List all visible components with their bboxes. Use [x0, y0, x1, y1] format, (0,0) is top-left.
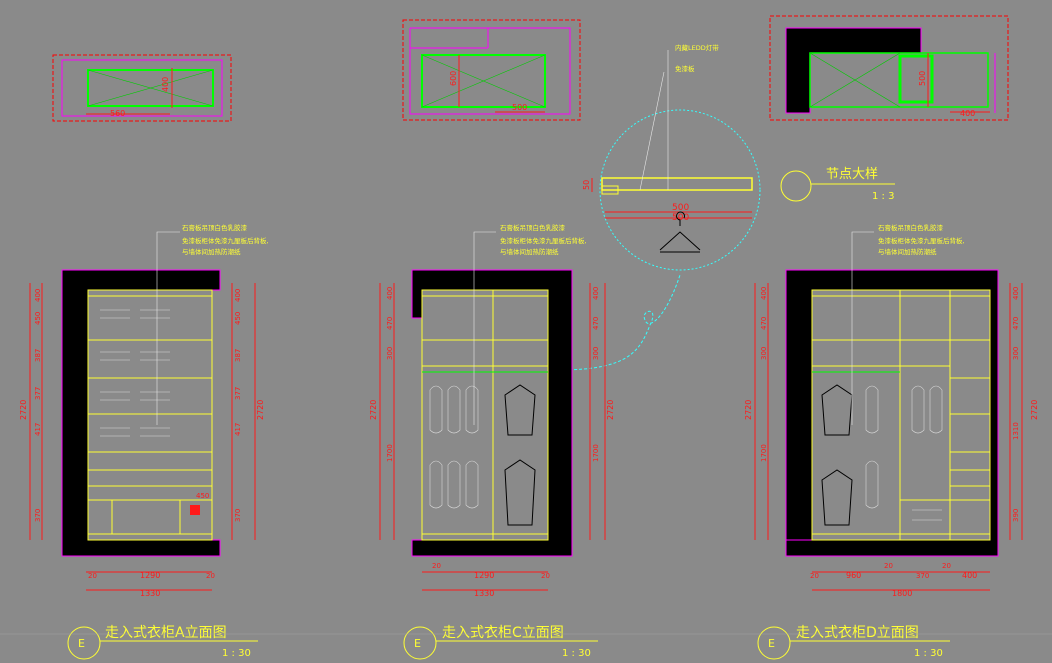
svg-text:20: 20: [541, 572, 550, 580]
svg-text:400: 400: [1012, 287, 1020, 300]
plan-a-dim-depth: 400: [161, 77, 170, 92]
elev-a-note-2: 免漆板柜体免漆九厘板后背板,: [182, 236, 269, 245]
elev-a-title: 走入式衣柜A立面图: [105, 625, 227, 641]
svg-text:400: 400: [234, 289, 242, 302]
svg-text:470: 470: [760, 317, 768, 330]
note-shelf-board: 免漆板: [675, 64, 695, 73]
svg-text:400: 400: [760, 287, 768, 300]
elev-d-scale: 1 : 30: [914, 648, 943, 659]
elev-d-title: 走入式衣柜D立面图: [796, 625, 919, 641]
svg-text:免漆板柜体免漆九厘板后背板,: 免漆板柜体免漆九厘板后背板,: [878, 236, 965, 245]
svg-text:450: 450: [34, 312, 42, 325]
elev-d-mid-dim: 1700: [760, 444, 768, 462]
elev-c-mid-dim: 1700: [386, 444, 394, 462]
node-dim-width-2: 500: [672, 213, 689, 223]
elev-d-height-left: 2720: [744, 400, 753, 420]
plan-view-d: 500 400: [769, 15, 1009, 121]
svg-text:免漆板柜体免漆九厘板后背板,: 免漆板柜体免漆九厘板后背板,: [500, 236, 587, 245]
elev-c-height-left: 2720: [369, 400, 378, 420]
elev-d-width-total: 1800: [892, 589, 912, 598]
svg-text:20: 20: [88, 572, 97, 580]
svg-text:400: 400: [592, 287, 600, 300]
svg-text:1290: 1290: [140, 571, 160, 580]
svg-text:E: E: [768, 637, 775, 650]
node-dim-height: 50: [582, 180, 591, 190]
elevation-a: 石膏板吊顶白色乳胶漆 免漆板柜体免漆九厘板后背板, 与墙体间加热防潮纸 2720…: [19, 223, 269, 660]
svg-text:417: 417: [34, 423, 42, 436]
elev-c-height-right: 2720: [606, 400, 615, 420]
plan-d-dim-depth: 500: [918, 71, 927, 86]
svg-text:400: 400: [386, 287, 394, 300]
elev-a-note-3: 与墙体间加热防潮纸: [182, 247, 241, 256]
svg-text:400: 400: [34, 289, 42, 302]
plan-d-dim-width: 400: [960, 109, 975, 118]
svg-text:450: 450: [234, 312, 242, 325]
svg-text:1310: 1310: [1012, 422, 1020, 440]
svg-text:1290: 1290: [474, 571, 494, 580]
svg-text:石膏板吊顶白色乳胶漆: 石膏板吊顶白色乳胶漆: [500, 223, 566, 232]
svg-text:20: 20: [942, 562, 951, 570]
svg-text:300: 300: [386, 347, 394, 360]
elevation-c: 石膏板吊顶白色乳胶漆 免漆板柜体免漆九厘板后背板, 与墙体间加热防潮纸 2720…: [369, 223, 615, 660]
svg-text:300: 300: [760, 347, 768, 360]
svg-text:417: 417: [234, 423, 242, 436]
elev-c-width-total: 1330: [474, 589, 494, 598]
elev-a-label-small: 450: [196, 492, 209, 500]
node-detail: 50 500 500 内藏LEDD灯带 免漆板 节点大样 1 : 3: [498, 43, 895, 401]
node-detail-scale: 1 : 3: [872, 191, 894, 202]
svg-text:20: 20: [206, 572, 215, 580]
svg-text:960: 960: [846, 571, 861, 580]
svg-text:370: 370: [916, 572, 929, 580]
svg-text:20: 20: [884, 562, 893, 570]
svg-text:E: E: [78, 637, 85, 650]
svg-text:387: 387: [234, 349, 242, 362]
elev-a-width-total: 1330: [140, 589, 160, 598]
node-detail-title: 节点大样: [826, 167, 878, 182]
svg-text:300: 300: [1012, 347, 1020, 360]
elev-c-scale: 1 : 30: [562, 648, 591, 659]
svg-text:石膏板吊顶白色乳胶漆: 石膏板吊顶白色乳胶漆: [878, 223, 944, 232]
svg-text:与墙体间加热防潮纸: 与墙体间加热防潮纸: [500, 247, 559, 256]
svg-text:470: 470: [592, 317, 600, 330]
svg-text:387: 387: [34, 349, 42, 362]
note-led-strip: 内藏LEDD灯带: [675, 43, 719, 52]
svg-text:470: 470: [386, 317, 394, 330]
svg-text:E: E: [414, 637, 421, 650]
elev-a-scale: 1 : 30: [222, 648, 251, 659]
elevation-d: 石膏板吊顶白色乳胶漆 免漆板柜体免漆九厘板后背板, 与墙体间加热防潮纸 2720…: [744, 223, 1039, 660]
plan-view-c: 600 500: [402, 19, 581, 121]
svg-text:1700: 1700: [592, 444, 600, 462]
plan-a-dim-width: 560: [110, 109, 125, 118]
elev-c-title: 走入式衣柜C立面图: [442, 625, 564, 641]
elev-a-height-left: 2720: [19, 400, 28, 420]
elev-a-note-1: 石膏板吊顶白色乳胶漆: [182, 223, 248, 232]
svg-text:与墙体间加热防潮纸: 与墙体间加热防潮纸: [878, 247, 937, 256]
svg-text:20: 20: [432, 562, 441, 570]
svg-text:390: 390: [1012, 509, 1020, 522]
node-dim-width-1: 500: [672, 203, 689, 213]
svg-text:370: 370: [234, 509, 242, 522]
elev-a-height-right: 2720: [256, 400, 265, 420]
plan-c-dim-width: 500: [512, 103, 527, 112]
svg-text:377: 377: [234, 387, 242, 400]
plan-view-a: 400 560: [52, 54, 232, 122]
svg-text:377: 377: [34, 387, 42, 400]
svg-text:400: 400: [962, 571, 977, 580]
svg-text:470: 470: [1012, 317, 1020, 330]
svg-text:370: 370: [34, 509, 42, 522]
svg-text:20: 20: [810, 572, 819, 580]
elev-d-height-right: 2720: [1030, 400, 1039, 420]
plan-c-dim-depth: 600: [449, 71, 458, 86]
svg-text:300: 300: [592, 347, 600, 360]
